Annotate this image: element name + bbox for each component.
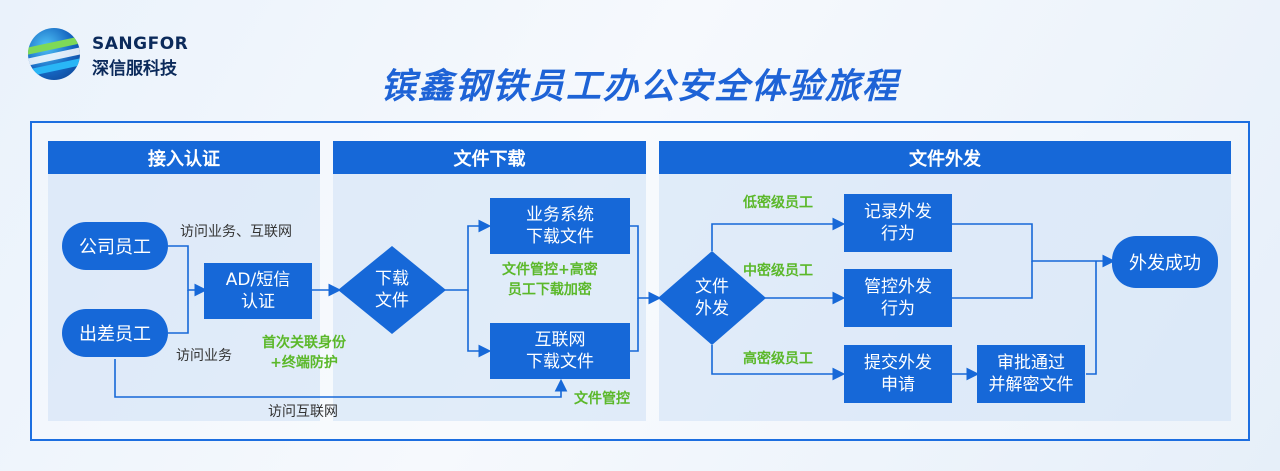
brand-name-cn: 深信服科技: [92, 59, 177, 79]
approve-node: 审批通过 并解密文件: [977, 345, 1085, 403]
file-control-encrypt-label: 文件管控+高密 员工下载加密: [502, 262, 598, 298]
net-download-node: 互联网 下载文件: [490, 323, 630, 379]
section-access-header: 接入认证: [48, 141, 320, 174]
company-staff-node: 公司员工: [62, 222, 168, 270]
visit-biz-net-label: 访问业务、互联网: [180, 224, 292, 240]
record-node: 记录外发 行为: [844, 194, 952, 252]
biz-download-node: 业务系统 下载文件: [490, 198, 630, 254]
success-node: 外发成功: [1112, 236, 1218, 288]
travel-staff-node: 出差员工: [62, 309, 168, 357]
visit-net-label: 访问互联网: [268, 404, 338, 420]
auth-node: AD/短信 认证: [204, 263, 312, 319]
download-decision-label: 下载 文件: [375, 269, 409, 311]
sangfor-logo-icon: [28, 28, 80, 80]
outbound-decision-label: 文件 外发: [695, 277, 729, 319]
brand-name-en: SANGFOR: [92, 34, 189, 54]
high-level-label: 高密级员工: [743, 351, 813, 367]
download-decision-diamond: [338, 246, 446, 334]
page-title: 镔鑫钢铁员工办公安全体验旅程: [380, 67, 899, 107]
first-bind-label: 首次关联身份 +终端防护: [262, 335, 346, 371]
control-node: 管控外发 行为: [844, 269, 952, 327]
section-download-header: 文件下载: [333, 141, 646, 174]
low-level-label: 低密级员工: [743, 195, 813, 211]
file-control-label: 文件管控: [574, 391, 630, 407]
visit-biz-label: 访问业务: [176, 348, 232, 364]
submit-node: 提交外发 申请: [844, 345, 952, 403]
section-outbound-header: 文件外发: [659, 141, 1231, 174]
mid-level-label: 中密级员工: [743, 263, 813, 279]
outbound-decision-diamond: [658, 251, 766, 345]
